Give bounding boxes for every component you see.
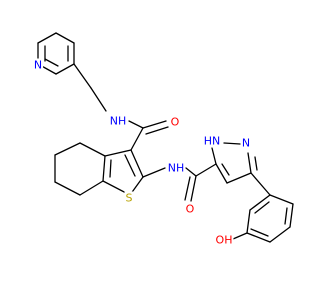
atom-label-backdrop — [124, 191, 134, 205]
bond-lines — [37, 32, 294, 243]
thiophene-sulfur-label: S — [126, 192, 133, 205]
atom-labels: N NH O NH S HN N O OH — [32, 58, 252, 247]
atom-label-backdrop — [169, 115, 181, 129]
atom-label-backdrop — [214, 233, 234, 247]
atom-label-backdrop — [32, 58, 44, 72]
atom-label-backdrop — [202, 134, 222, 148]
pyrazole-n-label: N — [242, 137, 250, 150]
carbonyl-oxygen-lower-label: O — [186, 203, 195, 216]
atom-label-backdrop — [240, 136, 252, 150]
molecule-structure: N NH O NH S HN N O OH — [32, 32, 294, 247]
pyrazole-nh-label: HN — [204, 135, 221, 148]
atom-label-backdrop — [108, 114, 128, 128]
hydroxyl-oxygen-label: OH — [216, 234, 233, 247]
atom-label-backdrop — [184, 202, 196, 216]
amide-nh-lower-label: NH — [168, 162, 185, 175]
carbonyl-oxygen-upper-label: O — [171, 116, 180, 129]
atom-label-backdrop — [166, 161, 186, 175]
pyridine-nitrogen-label: N — [34, 59, 42, 72]
amide-nh-upper-label: NH — [110, 115, 127, 128]
